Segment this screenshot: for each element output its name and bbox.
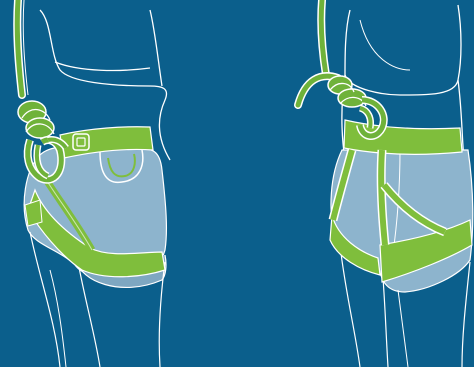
left-buckle bbox=[73, 134, 89, 150]
left-leg-loop-end bbox=[25, 200, 42, 226]
